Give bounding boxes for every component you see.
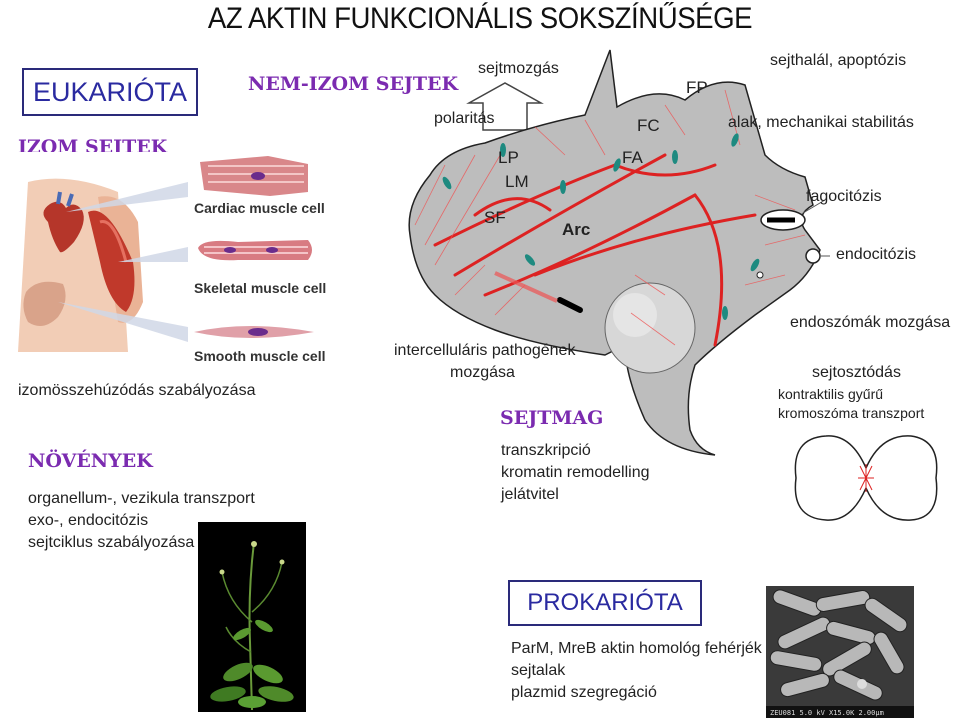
- label-lp: LP: [498, 148, 519, 167]
- label-sejtmozgas: sejtmozgás: [478, 60, 559, 77]
- label-skeletal: Skeletal muscle cell: [194, 280, 327, 296]
- label-endocitozis: endocitózis: [836, 246, 917, 263]
- cell-diagram: [408, 49, 830, 456]
- muscle-illustration: [8, 152, 326, 364]
- plant-line-3: sejtciklus szabályozása: [28, 534, 195, 551]
- muscle-text: izomösszehúzódás szabályozása: [18, 382, 256, 399]
- label-cardiac: Cardiac muscle cell: [194, 200, 325, 216]
- plant-line-1: organellum-, vezikula transzport: [28, 490, 255, 507]
- label-endoszoma: endoszómák mozgása: [790, 314, 951, 331]
- prok-line-2: sejtalak: [511, 662, 566, 679]
- plant-photo: [198, 522, 306, 712]
- label-sejtosztodas: sejtosztódás: [812, 364, 901, 381]
- label-kontraktilis: kontraktilis gyűrű: [778, 386, 884, 402]
- prok-line-3: plazmid szegregáció: [511, 684, 657, 701]
- plant-line-2: exo-, endocitózis: [28, 512, 149, 529]
- heading-nem-izom-sejtek: NEM-IZOM SEJTEK: [248, 73, 459, 95]
- cardiac-cell: [200, 156, 308, 196]
- prok-line-1: ParM, MreB aktin homológ fehérjék: [511, 640, 762, 657]
- label-lm: LM: [505, 172, 529, 191]
- sem-caption: ZEU081 5.0 kV X15.0K 2.00µm: [770, 709, 884, 717]
- label-polaritas: polaritás: [434, 110, 495, 127]
- label-fagocitozis: fagocitózis: [806, 188, 882, 205]
- nucleus-line-3: jelátvitel: [501, 486, 559, 503]
- label-kromoszoma: kromoszóma transzport: [778, 405, 925, 421]
- bacteria-sem-image: ZEU081 5.0 kV X15.0K 2.00µm: [766, 586, 914, 718]
- heading-novenyek: NÖVÉNYEK: [28, 450, 153, 472]
- dividing-cell-diagram: [794, 435, 938, 521]
- smooth-cell: [194, 326, 314, 338]
- label-fa: FA: [622, 148, 643, 167]
- nucleus-line-1: transzkripció: [501, 442, 591, 459]
- eukariota-box: EUKARIÓTA: [22, 68, 198, 116]
- label-smooth: Smooth muscle cell: [194, 348, 326, 364]
- pathogen-line-1: intercelluláris pathogének: [394, 342, 576, 359]
- label-fp: FP: [686, 78, 708, 97]
- label-alak: alak, mechanikai stabilitás: [728, 114, 914, 131]
- label-sf: SF: [484, 208, 506, 227]
- heading-sejtmag: SEJTMAG: [500, 407, 604, 429]
- nucleus-line-2: kromatin remodelling: [501, 464, 650, 481]
- pathogen-line-2: mozgása: [450, 364, 515, 381]
- prokariota-box: PROKARIÓTA: [508, 580, 702, 626]
- label-arc: Arc: [562, 220, 591, 239]
- page-title: AZ AKTIN FUNKCIONÁLIS SOKSZÍNŰSÉGE: [207, 2, 753, 35]
- label-fc: FC: [637, 116, 660, 135]
- label-apoptozis: sejthalál, apoptózis: [770, 52, 907, 69]
- skeletal-cell: [198, 240, 312, 261]
